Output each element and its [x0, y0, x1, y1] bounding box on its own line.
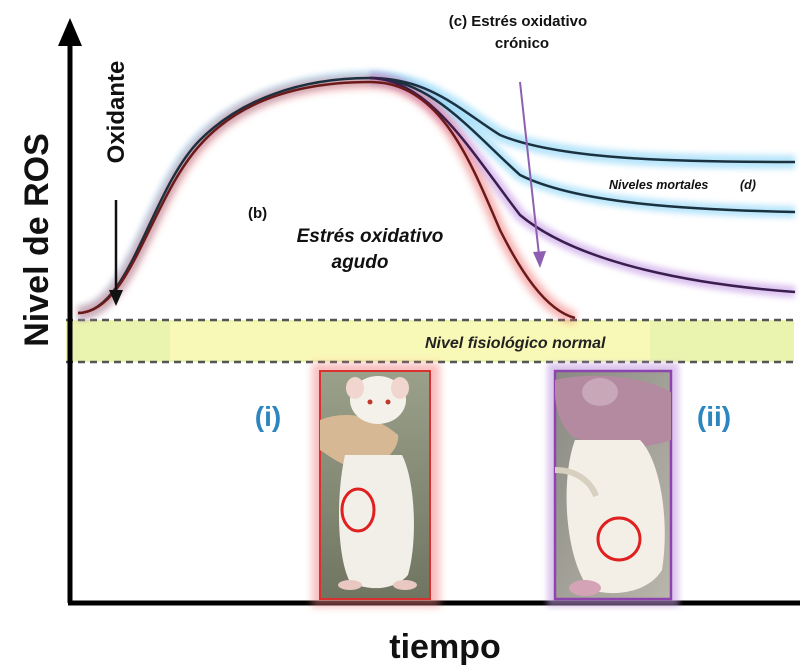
oxidant-label: Oxidante — [103, 61, 130, 164]
lesion-marker-circle — [340, 487, 376, 533]
normal-level-band: Nivel fisiológico normal — [66, 318, 794, 364]
acute-stress-label-line2: agudo — [332, 252, 389, 273]
chronic-arrow-head — [533, 251, 546, 268]
rat-photo-chronic — [547, 363, 679, 607]
y-axis-label: Nivel de ROS — [18, 133, 56, 347]
label-d: (d) — [740, 178, 756, 192]
acute-stress-curve — [77, 80, 576, 320]
chronic-stress-curve — [369, 76, 796, 294]
chronic-stress-label-line2: crónico — [495, 35, 549, 52]
lethal-level-label: Niveles mortales — [609, 178, 708, 192]
oxidant-arrow-head — [109, 290, 123, 306]
oxidant-annotation: Oxidante — [103, 61, 130, 306]
chronic-arrow-shaft — [519, 81, 540, 256]
panel-label-i: (i) — [255, 401, 281, 432]
normal-level-label: Nivel fisiológico normal — [425, 335, 606, 352]
lethal-curve-lower — [369, 76, 796, 214]
acute-stress-label-line1: Estrés oxidativo — [297, 226, 444, 247]
chronic-stress-label-line1: (c) Estrés oxidativo — [449, 13, 587, 30]
y-axis-arrowhead — [58, 18, 82, 46]
panel-label-ii: (ii) — [697, 401, 731, 432]
rat-photo-acute — [312, 363, 440, 607]
label-b: (b) — [248, 205, 267, 222]
x-axis-label: tiempo — [389, 628, 500, 666]
tumor-marker-circle — [596, 516, 642, 562]
ros-curves — [77, 70, 796, 324]
